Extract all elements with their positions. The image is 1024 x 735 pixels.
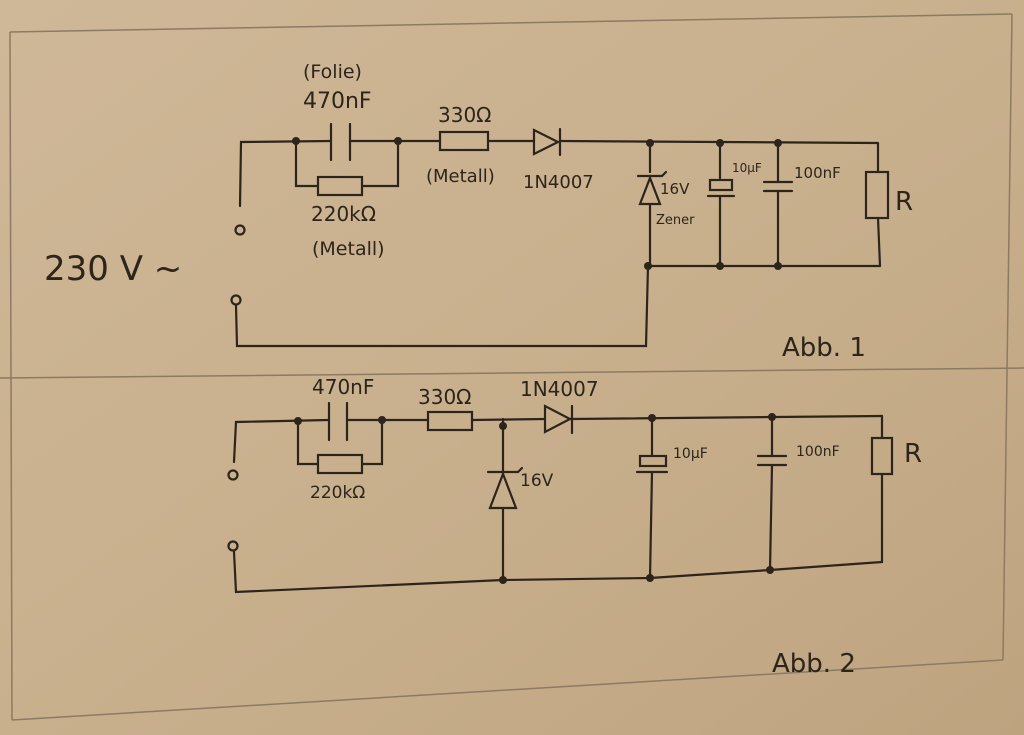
fig1-diode (532, 127, 562, 157)
fig2-electrolytic-capacitor (638, 454, 668, 468)
fig2-series-res-label: 330Ω (418, 385, 471, 409)
fig1-parallel-res-note: (Metall) (312, 238, 385, 260)
fig1-terminal-bottom (230, 294, 242, 306)
fig2-series-cap-label: 470nF (312, 375, 374, 399)
page-frame (0, 13, 1024, 721)
fig1-zener-note: Zener (656, 213, 695, 228)
figure-1-circuit (230, 122, 890, 348)
fig1-caption: Abb. 1 (782, 333, 866, 363)
fig1-source-label: 230 V ~ (44, 249, 182, 289)
fig2-load-label: R (904, 439, 922, 469)
fig1-elco-label: 10μF (732, 161, 762, 175)
fig1-series-resistor (438, 130, 490, 152)
fig2-film-cap-label: 100nF (796, 444, 840, 460)
fig1-diode-label: 1N4007 (523, 172, 594, 193)
fig1-series-capacitor (329, 122, 352, 162)
fig2-caption: Abb. 2 (772, 649, 856, 679)
fig2-zener-label: 16V (520, 471, 554, 491)
fig2-series-resistor (426, 410, 474, 432)
fig1-load-label: R (895, 187, 913, 217)
fig1-film-note: (Folie) (303, 61, 362, 83)
fig1-parallel-res-label: 220kΩ (311, 202, 376, 226)
fig2-elco-label: 10μF (673, 446, 708, 462)
fig2-diode (543, 404, 574, 435)
fig2-terminal-bottom (227, 540, 239, 552)
fig1-series-res-label: 330Ω (438, 103, 491, 127)
fig1-top-wire (238, 139, 333, 208)
fig2-parallel-resistor (316, 453, 364, 475)
fig1-series-res-note: (Metall) (426, 166, 495, 187)
fig1-electrolytic-capacitor (708, 178, 734, 192)
fig1-series-cap-label: 470nF (303, 89, 372, 114)
fig2-parallel-res-label: 220kΩ (310, 483, 365, 503)
fig2-terminal-top (227, 469, 239, 481)
fig1-zener-label: 16V (660, 180, 690, 198)
fig2-diode-label: 1N4007 (520, 377, 599, 401)
fig1-terminal-top (234, 224, 246, 236)
junction-dots (292, 137, 782, 584)
fig1-film-cap-label: 100nF (794, 164, 841, 182)
fig2-bottom-wire (232, 550, 884, 594)
fig2-series-capacitor (327, 401, 349, 442)
fig1-parallel-resistor (316, 175, 364, 197)
